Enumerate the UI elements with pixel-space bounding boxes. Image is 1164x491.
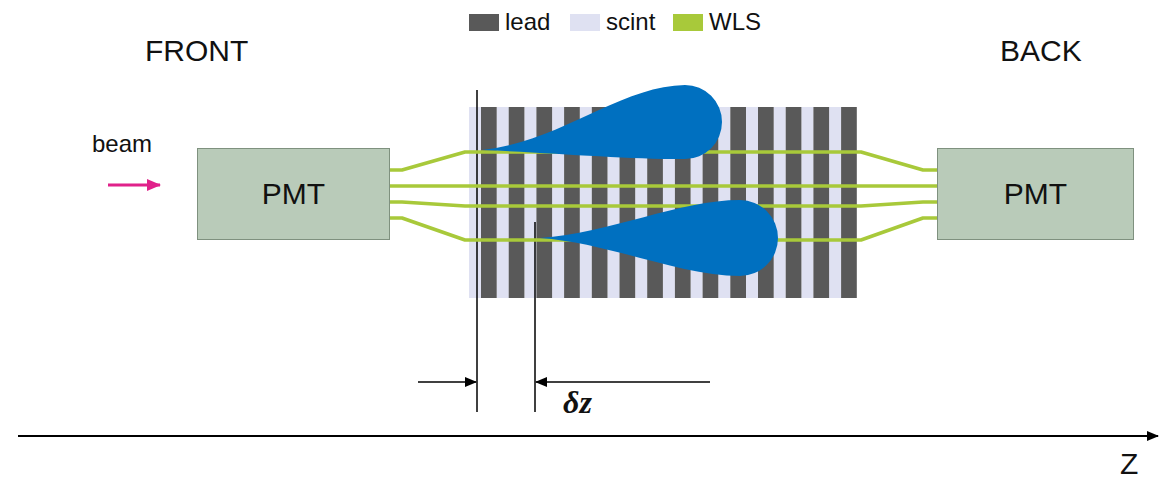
scintillator-layer (801, 107, 813, 298)
shower-shape (482, 85, 722, 159)
legend-swatch (570, 14, 600, 31)
pmt-box: PMT (937, 148, 1134, 240)
scintillator-layer (829, 107, 841, 298)
axis-label: Z (1120, 447, 1138, 482)
dimension-line (534, 222, 536, 412)
scintillator-layer (497, 107, 509, 298)
legend-text: lead (505, 8, 550, 36)
legend-text: WLS (709, 8, 761, 36)
legend-swatch (673, 14, 703, 31)
lead-layer (509, 107, 525, 298)
pmt-box: PMT (197, 148, 390, 240)
side-label: BACK (1000, 34, 1082, 69)
side-label: FRONT (145, 34, 248, 69)
beam-label: beam (92, 130, 152, 158)
dimension-label: δz (563, 384, 592, 421)
lead-layer (786, 107, 802, 298)
pmt-label: PMT (262, 177, 325, 211)
lead-layer (813, 107, 829, 298)
wls-fiber (390, 202, 937, 206)
lead-layer (481, 107, 497, 298)
pmt-label: PMT (1004, 177, 1067, 211)
scintillator-layer (774, 107, 786, 298)
shower-shape (540, 200, 778, 276)
scintillator-layer (469, 107, 481, 298)
lead-layer (841, 107, 857, 298)
dimension-arrow (418, 381, 476, 383)
legend-text: scint (606, 8, 655, 36)
dimension-arrow (536, 381, 710, 383)
dimension-line (476, 90, 478, 412)
wls-fiber (390, 184, 937, 188)
z-axis (18, 435, 1158, 437)
beam-arrow (108, 184, 160, 187)
legend-swatch (469, 14, 499, 31)
